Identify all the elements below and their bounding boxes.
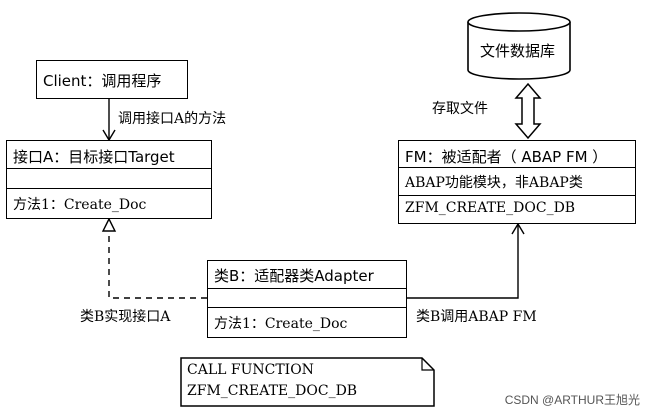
interface-a-title: 接口A：目标接口Target <box>13 148 175 166</box>
fm-divider-1 <box>399 167 635 168</box>
adapter-b-method: 方法1：Create_Doc <box>214 316 348 332</box>
adapter-b-divider-1 <box>208 288 406 289</box>
interface-a-divider-1 <box>7 168 211 169</box>
fm-box: FM：被适配者（ ABAP FM ） ABAP功能模块，非ABAP类 ZFM_C… <box>398 140 636 224</box>
database-label: 文件数据库 <box>480 42 556 60</box>
note-shape <box>180 357 435 407</box>
adapter-to-fm-arrowhead <box>511 222 525 235</box>
database-cylinder-icon <box>467 12 571 80</box>
double-arrow-icon <box>514 82 542 140</box>
fm-line-1: ABAP功能模块，非ABAP类 <box>405 175 583 191</box>
client-box: Client：调用程序 <box>36 60 188 99</box>
interface-a-method: 方法1：Create_Doc <box>13 197 147 213</box>
adapter-to-fm-line <box>407 224 519 299</box>
realization-triangle-icon <box>101 217 117 232</box>
client-title: Client：调用程序 <box>43 72 162 90</box>
interface-a-divider-2 <box>7 188 211 189</box>
adapter-b-title: 类B：适配器类Adapter <box>214 267 374 285</box>
fm-line-2: ZFM_CREATE_DOC_DB <box>405 200 576 216</box>
fm-divider-2 <box>399 195 635 196</box>
adapter-b-box: 类B：适配器类Adapter 方法1：Create_Doc <box>207 260 407 338</box>
interface-a-box: 接口A：目标接口Target 方法1：Create_Doc <box>6 140 212 219</box>
note-line-1: CALL FUNCTION <box>187 362 314 378</box>
realization-dashed-line <box>108 230 207 299</box>
fm-title: FM：被适配者（ ABAP FM ） <box>405 148 608 166</box>
client-calls-label: 调用接口A的方法 <box>118 111 227 127</box>
b-implements-label: 类B实现接口A <box>80 309 171 325</box>
adapter-b-divider-2 <box>208 307 406 308</box>
b-calls-fm-label: 类B调用ABAP FM <box>416 309 537 325</box>
file-access-label: 存取文件 <box>432 101 488 117</box>
watermark-text: CSDN @ARTHUR王旭光 <box>504 393 640 407</box>
note-line-2: ZFM_CREATE_DOC_DB <box>187 383 358 399</box>
